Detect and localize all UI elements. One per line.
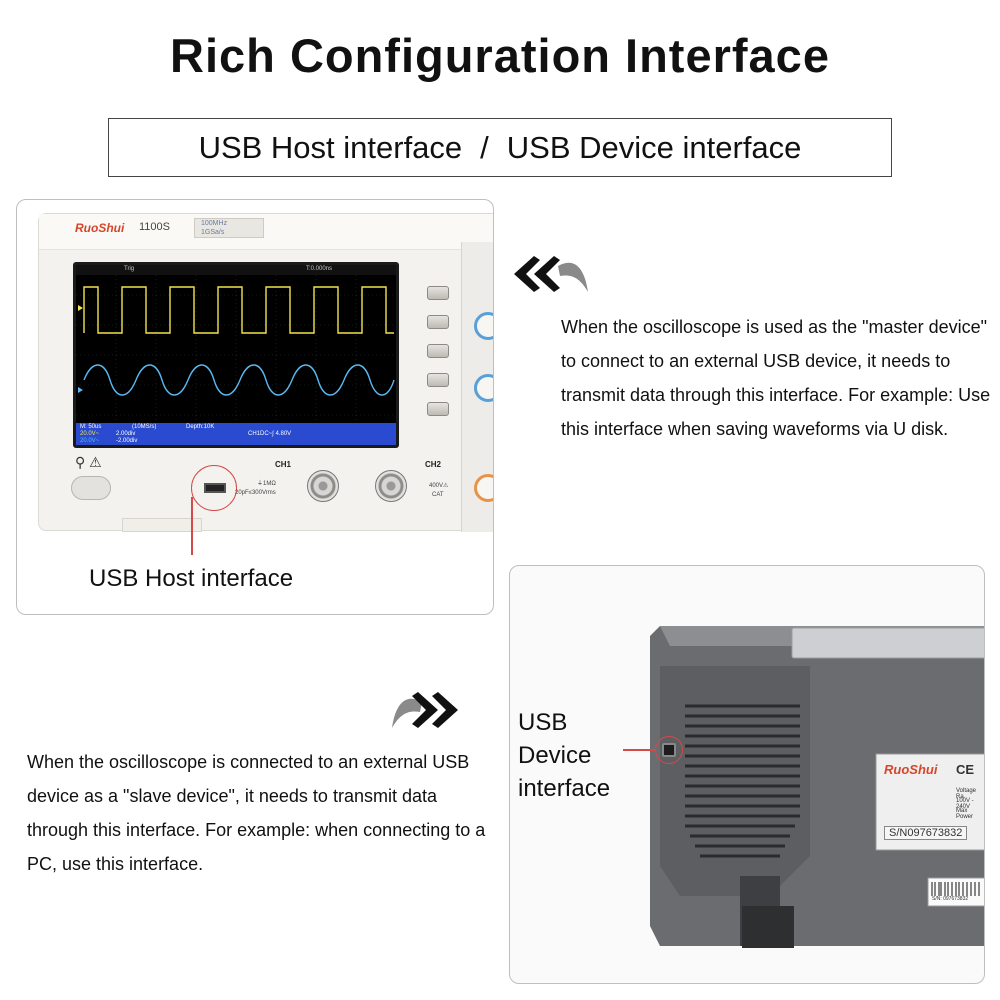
screen-bezel: Trig T:0.000ns bbox=[73, 262, 399, 448]
ch2-spec-line1: 400V⚠ bbox=[429, 483, 449, 489]
trigger-info-label: CH1DC~∫ 4.80V bbox=[248, 431, 292, 437]
time-label: T:0.000ns bbox=[306, 266, 333, 272]
safety-symbols-icon: ⚲ ⚠ bbox=[75, 454, 102, 470]
timebase-label: M: 50us bbox=[80, 424, 102, 430]
device-description: When the oscilloscope is connected to an… bbox=[27, 752, 486, 874]
ch1-bnc-connector-icon[interactable] bbox=[307, 470, 339, 502]
usb-a-port-icon bbox=[204, 483, 226, 493]
usb-device-highlight bbox=[655, 736, 683, 764]
softkey-button[interactable] bbox=[427, 373, 449, 387]
voltage-label-2: 100V - 240V bbox=[956, 798, 974, 810]
softkey-column bbox=[427, 286, 449, 431]
rear-brand-logo: RuoShui bbox=[884, 762, 938, 777]
usb-device-label-line1: USB bbox=[518, 709, 568, 736]
barcode-serial: S/N: 097673832 bbox=[932, 896, 969, 902]
ch2-div-label: -2.00div bbox=[116, 438, 138, 444]
ch2-spec-line2: CAT bbox=[432, 492, 444, 498]
usb-device-label-line3: interface bbox=[518, 775, 611, 802]
trigger-knob-icon[interactable] bbox=[474, 474, 493, 502]
position-knob-icon[interactable] bbox=[474, 312, 493, 340]
usb-host-label: USB Host interface bbox=[89, 565, 294, 592]
voltage-label-3: Max Power bbox=[956, 808, 974, 820]
ch1-div-label: 2.00div bbox=[116, 431, 136, 437]
usb-host-highlight bbox=[191, 465, 237, 511]
waveform-display bbox=[76, 275, 396, 423]
trig-label: Trig bbox=[124, 266, 135, 272]
ch1-spec-line1: ⏚1MΩ bbox=[257, 481, 276, 487]
oscilloscope-screen: Trig T:0.000ns bbox=[76, 265, 396, 445]
ch2-sine-wave bbox=[83, 364, 395, 396]
serial-sticker: S/N097673832 bbox=[884, 826, 968, 840]
softkey-button[interactable] bbox=[427, 315, 449, 329]
forward-arrow-icon bbox=[392, 692, 458, 728]
subtitle-device: USB Device interface bbox=[506, 129, 802, 165]
ch2-marker-icon bbox=[78, 387, 83, 393]
top-strip bbox=[39, 214, 493, 250]
control-column bbox=[461, 242, 493, 532]
host-description: When the oscilloscope is used as the "ma… bbox=[561, 317, 991, 439]
softkey-button[interactable] bbox=[427, 402, 449, 416]
back-arrow-icon bbox=[514, 256, 588, 292]
depth-label: Depth:10K bbox=[186, 424, 215, 430]
ch1-spec-line2: 20pF≤300Vrms bbox=[235, 490, 276, 496]
ch1-label: CH1 bbox=[275, 460, 292, 469]
model-label: 1100S bbox=[139, 221, 170, 233]
usb-device-label-line2: Device bbox=[518, 742, 592, 769]
screen-status-bar: Trig T:0.000ns bbox=[76, 265, 396, 275]
spec-bandwidth: 100MHz bbox=[201, 220, 228, 227]
scope-stand bbox=[122, 518, 202, 532]
ch2-label: CH2 bbox=[425, 460, 442, 469]
subtitle-separator: / bbox=[480, 129, 489, 165]
ch1-marker-icon bbox=[78, 305, 83, 311]
usb-device-label: USB Device interface bbox=[518, 706, 610, 805]
scale-knob-icon[interactable] bbox=[474, 374, 493, 402]
brand-logo: RuoShui bbox=[75, 221, 125, 235]
usb-b-port-icon bbox=[662, 743, 676, 757]
ch1-square-wave bbox=[83, 286, 394, 334]
spec-tag: 100MHz 1GSa/s bbox=[194, 218, 264, 238]
oscilloscope-rear bbox=[650, 626, 984, 948]
rate-label: (10MS/s) bbox=[132, 424, 157, 430]
subtitle-host: USB Host interface bbox=[198, 129, 463, 165]
softkey-button[interactable] bbox=[427, 344, 449, 358]
page-title: Rich Configuration Interface bbox=[170, 29, 830, 82]
screen-info-bar: M: 50us (10MS/s) Depth:10K 20.0V~ 2.00di… bbox=[76, 423, 396, 445]
rear-view-panel: RuoShui CE Voltage Ra 100V - 240V Max Po… bbox=[509, 565, 985, 984]
ch2-bnc-connector-icon[interactable] bbox=[375, 470, 407, 502]
front-view-panel: RuoShui 1100S 100MHz 1GSa/s Trig T:0.000… bbox=[16, 199, 494, 615]
ce-mark-icon: CE bbox=[956, 762, 975, 777]
callout-line bbox=[623, 749, 655, 751]
oscilloscope-front: RuoShui 1100S 100MHz 1GSa/s Trig T:0.000… bbox=[38, 213, 493, 532]
callout-line bbox=[191, 497, 193, 555]
voltage-label-1: Voltage Ra bbox=[956, 788, 977, 800]
power-button[interactable] bbox=[71, 476, 111, 500]
subtitle-box: USB Host interface / USB Device interfac… bbox=[108, 118, 892, 177]
ch1-scale-label: 20.0V~ bbox=[80, 431, 100, 437]
softkey-button[interactable] bbox=[427, 286, 449, 300]
spec-samplerate: 1GSa/s bbox=[201, 229, 225, 236]
ch2-scale-label: 20.0V~ bbox=[80, 438, 100, 444]
